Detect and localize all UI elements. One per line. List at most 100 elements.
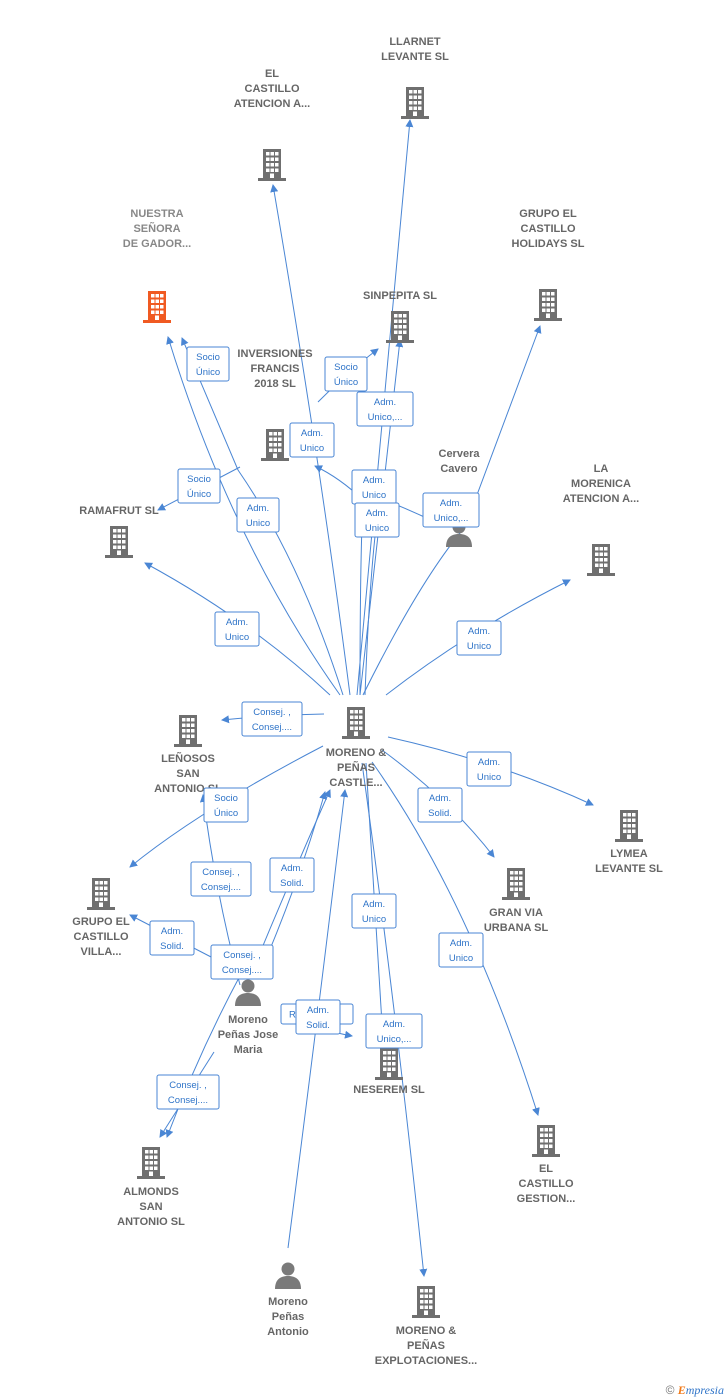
relation-tag[interactable]: Adm.Unico (351, 469, 397, 505)
relation-tag-box (149, 920, 195, 956)
relation-tag[interactable]: Adm.Unico (351, 893, 397, 929)
relation-tag-box (156, 1074, 220, 1110)
relation-tag[interactable]: Adm.Unico (289, 422, 335, 458)
node-label: ATENCION A... (234, 98, 310, 110)
relation-tag[interactable]: Adm. Unico,... (422, 492, 480, 528)
edge-line (361, 762, 428, 1277)
relation-tag-text: Adm. (450, 938, 472, 949)
node-label: MORENO & (326, 747, 387, 759)
node-label: Moreno (228, 1014, 268, 1026)
footer-credit[interactable]: © Empresia (666, 1383, 724, 1398)
relation-tag[interactable]: Adm. Solid. (295, 999, 341, 1035)
relation-tag-text: Único (214, 808, 238, 819)
node-label: EL (539, 1163, 553, 1175)
relation-tag[interactable]: Adm.Solid. (269, 857, 315, 893)
node-label: CASTILLO (245, 83, 300, 95)
node-label: NESEREM SL (353, 1084, 425, 1096)
building-icon (105, 526, 133, 558)
graph-node[interactable]: SINPEPITA SL (363, 290, 437, 343)
node-label: ALMONDS (123, 1186, 179, 1198)
relation-tag-text: Consej.... (222, 965, 262, 976)
copyright-symbol: © (665, 1383, 675, 1397)
graph-node[interactable]: RAMAFRUT SL (79, 505, 159, 558)
node-label: Peñas (272, 1311, 304, 1323)
node-label: Peñas Jose (218, 1029, 279, 1041)
node-label: SEÑORA (133, 222, 180, 235)
relation-tag-text: Unico (246, 518, 270, 529)
relation-tag-box (190, 861, 252, 897)
relation-tag[interactable]: Consej. , Consej.... (190, 861, 252, 897)
node-label: SAN (176, 768, 199, 780)
node-label: CASTILLO (74, 931, 129, 943)
relation-tag[interactable]: Adm.Unico (456, 620, 502, 656)
node-label: GRAN VIA (489, 907, 543, 919)
relation-tag[interactable]: Adm.Unico (466, 751, 512, 787)
building-icon (532, 1125, 560, 1157)
relation-tag-box (214, 611, 260, 647)
graph-node[interactable]: NESEREM SL (353, 1048, 425, 1096)
relation-tag[interactable]: Adm.Unico,... (356, 391, 414, 427)
node-label: DE GADOR... (123, 238, 191, 250)
relation-tag[interactable]: Consej. ,Consej.... (210, 944, 274, 980)
relation-tag[interactable]: Consej. ,Consej.... (156, 1074, 220, 1110)
relation-tag-text: Único (187, 489, 211, 500)
relation-tag-text: Adm. (440, 498, 462, 509)
relation-tag-text: Adm. (366, 508, 388, 519)
relation-tag-text: Solid. (306, 1020, 330, 1031)
relation-tag-text: Adm. (307, 1005, 329, 1016)
relation-tag-text: Único (334, 377, 358, 388)
relation-tag[interactable]: Adm. Unico,... (365, 1013, 423, 1049)
relation-tag-text: Unico,... (377, 1034, 412, 1045)
node-label: GRUPO EL (519, 208, 577, 220)
relation-tag-text: R (289, 1010, 296, 1021)
relation-tag-text: Consej.... (201, 882, 241, 893)
relation-tag[interactable]: Adm.Unico (236, 497, 280, 533)
graph-node[interactable]: MORENO &PEÑASCASTLE... (326, 707, 387, 789)
relation-tag-text: Solid. (428, 808, 452, 819)
relation-tag[interactable]: Adm.Unico (214, 611, 260, 647)
relation-tag-text: Adm. (468, 626, 490, 637)
relation-tag[interactable]: Consej. ,Consej.... (241, 701, 303, 737)
relation-tag[interactable]: Adm.Solid. (417, 787, 463, 823)
graph-node[interactable]: ELCASTILLOGESTION... (517, 1125, 576, 1205)
relation-tag-box (417, 787, 463, 823)
relation-tag[interactable]: Adm.Unico (354, 502, 400, 538)
relation-tag-text: Adm. (301, 428, 323, 439)
relation-tag-text: Adm. (363, 475, 385, 486)
relation-tag-text: Consej. , (202, 867, 240, 878)
relation-tag[interactable]: Adm.Unico (438, 932, 484, 968)
node-label: LEVANTE SL (381, 51, 449, 63)
relation-tag-text: Unico,... (434, 513, 469, 524)
relation-tag-text: Adm. (226, 617, 248, 628)
building-icon (143, 291, 171, 323)
relation-tag-box (210, 944, 274, 980)
brand-name: mpresia (685, 1383, 724, 1397)
relation-tag-text: Socio (196, 352, 220, 363)
relation-tag[interactable]: Adm.Solid. (149, 920, 195, 956)
relation-tag-text: Adm. (383, 1019, 405, 1030)
relation-tag-box (236, 497, 280, 533)
graph-node[interactable]: MORENO &PEÑASEXPLOTACIONES... (375, 1286, 477, 1367)
building-icon (401, 87, 429, 119)
node-label: Cervera (439, 448, 481, 460)
node-label: Maria (234, 1044, 264, 1056)
relation-tag-box (354, 502, 400, 538)
graph-node[interactable]: GRUPO ELCASTILLOVILLA... (72, 878, 130, 958)
